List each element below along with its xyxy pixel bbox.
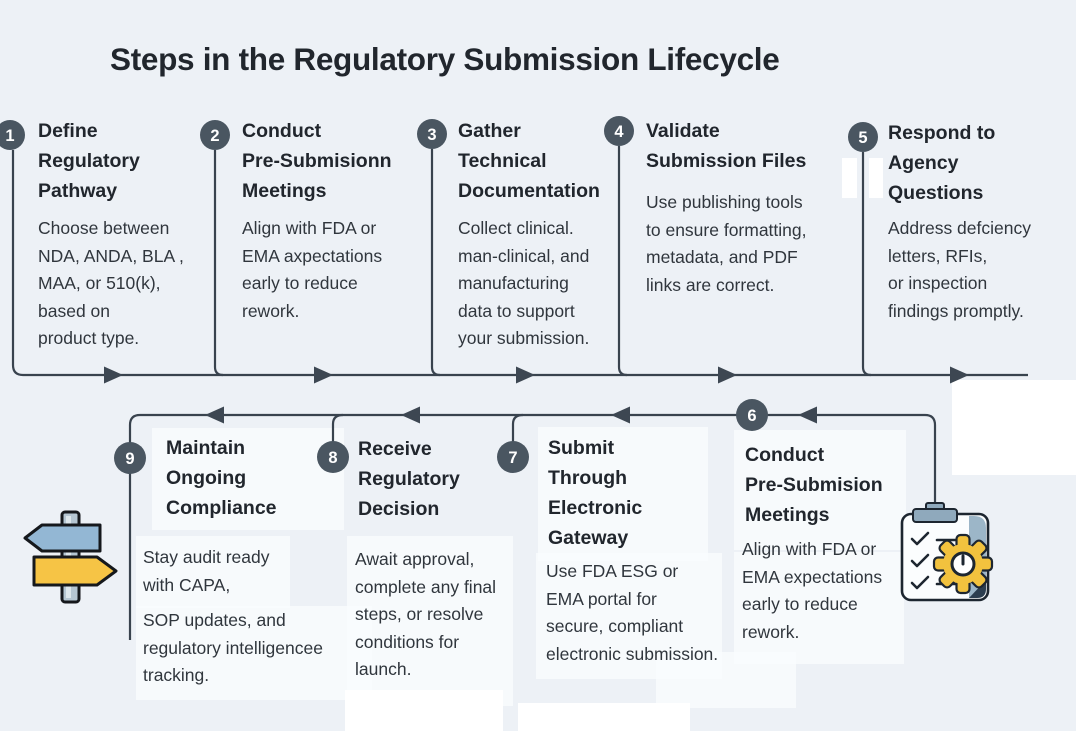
svg-text:9: 9: [125, 450, 134, 468]
arrow-right-icon: [516, 366, 535, 384]
step-7-description: Use FDA ESG or EMA portal for secure, co…: [546, 561, 719, 664]
arrow-right-icon: [104, 366, 123, 384]
step-9-title: Maintain Ongoing Compliance: [166, 437, 277, 519]
svg-text:8: 8: [328, 449, 337, 467]
step-5-description: Address defciency letters, RFIs, or insp…: [888, 218, 1031, 321]
connector-drop-step5: [861, 152, 872, 377]
step-7-title: Submit Through Electronic Gateway: [548, 437, 643, 549]
step-9-description-part1: Stay audit ready with CAPA,: [143, 547, 270, 595]
arrow-right-icon: [718, 366, 737, 384]
step-3-description: Collect clinical. man-clinical, and manu…: [458, 218, 590, 348]
step-3-title: Gather Technical Documentation: [458, 120, 600, 202]
connector-drop-step2: [213, 150, 224, 377]
arrow-right-icon: [314, 366, 333, 384]
step-6-title: Conduct Pre-Submision Meetings: [745, 444, 883, 526]
panel: [842, 158, 857, 198]
step-8-description: Await approval, complete any final steps…: [355, 549, 497, 679]
arrow-left-icon: [798, 406, 817, 424]
connector-drop-step7: [511, 413, 524, 442]
panel: [136, 536, 290, 608]
step-2-title: Conduct Pre-Submisionn Meetings: [242, 120, 392, 202]
step-6-description: Align with FDA or EMA expectations early…: [742, 539, 883, 642]
step-1-badge: 1: [0, 120, 25, 150]
panel: [734, 430, 906, 550]
step-9-badge: 9: [114, 442, 146, 474]
svg-text:3: 3: [427, 126, 436, 144]
step-1-title: Define Regulatory Pathway: [38, 120, 140, 202]
connector-line-top: [11, 150, 1028, 377]
svg-text:7: 7: [508, 449, 517, 467]
panel: [345, 690, 503, 731]
step-4-badge: 4: [604, 116, 634, 146]
step-4-title: Validate Submission Files: [646, 120, 807, 172]
arrow-right-icon: [950, 366, 969, 384]
panel: [734, 552, 904, 664]
connector-drop-step4: [617, 146, 628, 377]
gear-icon: [932, 533, 994, 595]
panel: [952, 380, 1076, 475]
panel: [136, 606, 372, 700]
svg-text:2: 2: [210, 127, 219, 145]
arrow-left-icon: [611, 406, 630, 424]
panel: [869, 158, 883, 198]
arrow-left-icon: [205, 406, 224, 424]
panel: [518, 703, 690, 731]
step-5-title: Respond to Agency Questions: [888, 122, 996, 204]
svg-text:6: 6: [747, 407, 756, 425]
svg-text:5: 5: [858, 129, 867, 147]
panel: [538, 427, 708, 561]
step-8-badge: 8: [317, 441, 349, 473]
panel: [656, 652, 796, 708]
step-3-badge: 3: [417, 119, 447, 149]
connector-drop-step3: [430, 149, 441, 377]
arrow-left-icon: [401, 406, 420, 424]
clipboard-gear-icon: [900, 502, 994, 602]
signpost-icon: [23, 510, 118, 604]
step-9-description-part2: SOP updates, and regulatory intelligence…: [143, 610, 323, 685]
panel: [347, 536, 513, 706]
step-5-badge: 5: [848, 122, 878, 152]
panel: [152, 428, 344, 530]
step-2-description: Align with FDA or EMA axpectations early…: [242, 218, 383, 321]
svg-text:4: 4: [614, 123, 624, 141]
svg-text:1: 1: [5, 127, 14, 145]
page-title: Steps in the Regulatory Submission Lifec…: [110, 41, 780, 77]
step-4-description: Use publishing tools to ensure formattin…: [646, 192, 807, 295]
step-2-badge: 2: [200, 120, 230, 150]
step-6-badge: 6: [736, 399, 768, 431]
step-1-description: Choose between NDA, ANDA, BLA , MAA, or …: [38, 218, 184, 348]
connector-line-bottom: [128, 413, 937, 640]
step-7-badge: 7: [497, 441, 529, 473]
step-8-title: Receive Regulatory Decision: [358, 438, 460, 520]
connector-drop-step8: [331, 413, 344, 442]
